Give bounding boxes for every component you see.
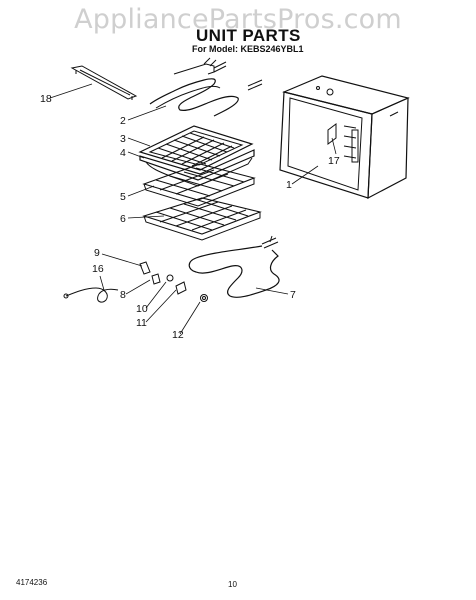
part-7-bake-element xyxy=(188,235,280,298)
callout-8: 8 xyxy=(120,289,126,301)
callout-6: 6 xyxy=(120,213,126,225)
callout-3: 3 xyxy=(120,133,126,145)
part-4-broil-pan xyxy=(139,149,255,187)
part-5-oven-rack xyxy=(142,163,256,207)
part-11 xyxy=(175,281,187,295)
part-2-broil-element xyxy=(149,57,263,117)
leader-lines xyxy=(49,83,337,335)
part-6-oven-rack xyxy=(142,197,262,241)
callout-7: 7 xyxy=(290,289,296,301)
page-number: 10 xyxy=(228,580,237,589)
callout-2: 2 xyxy=(120,115,126,127)
callout-16: 16 xyxy=(92,263,104,275)
callout-11: 11 xyxy=(136,317,147,329)
callout-5: 5 xyxy=(120,191,126,203)
part-16-sensor xyxy=(63,287,119,303)
callout-9: 9 xyxy=(94,247,100,259)
callout-18: 17 xyxy=(328,155,340,167)
callout-17: 18 xyxy=(40,93,52,105)
model-subtitle: For Model: KEBS246YBL1 xyxy=(192,44,304,54)
callout-1: 1 xyxy=(286,179,292,191)
part-17-bracket xyxy=(70,65,138,100)
watermark: AppliancePartsPros.com xyxy=(74,4,402,35)
part-3-broil-pan-grid xyxy=(138,125,254,171)
callout-4: 4 xyxy=(120,147,126,159)
document-number: 4174236 xyxy=(16,578,48,587)
part-12 xyxy=(200,294,208,302)
part-9 xyxy=(139,261,151,275)
part-8 xyxy=(151,273,161,285)
page-title: UNIT PARTS xyxy=(196,26,301,45)
callout-10: 10 xyxy=(136,303,148,315)
part-10 xyxy=(166,274,174,282)
part-1-oven-cavity xyxy=(279,75,410,200)
callout-12: 12 xyxy=(172,329,184,341)
small-parts xyxy=(139,261,208,302)
